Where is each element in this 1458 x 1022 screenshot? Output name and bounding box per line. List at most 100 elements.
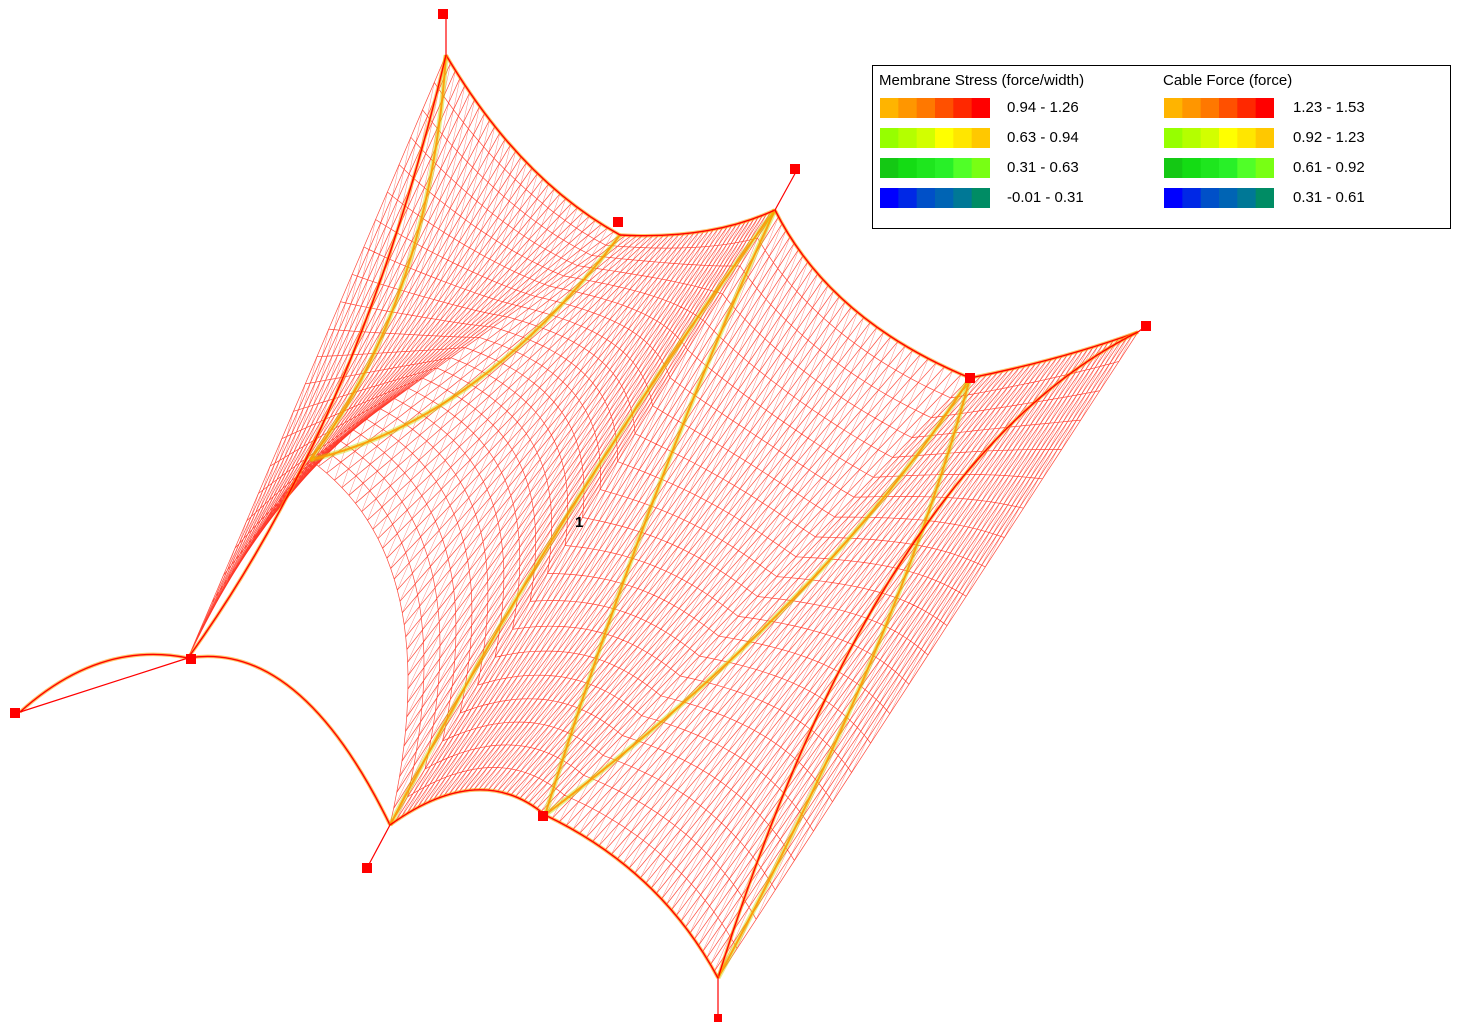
swatch-cell xyxy=(1255,188,1274,208)
swatch-cell xyxy=(1200,188,1220,208)
range-label: 0.31 - 0.63 xyxy=(1007,159,1079,176)
swatch-cell xyxy=(916,98,936,118)
legend-row: 0.61 - 0.92 xyxy=(1163,156,1365,186)
membrane-stress-title: Membrane Stress (force/width) xyxy=(879,72,1085,89)
edge-cables xyxy=(18,54,1139,979)
cable-force-legend: Cable Force (force) 1.23 - 1.53 0.92 - 1… xyxy=(1163,72,1365,216)
swatch-cell xyxy=(1255,128,1274,148)
swatch-cell xyxy=(880,98,899,118)
swatch-cell xyxy=(880,158,899,178)
swatch-cell xyxy=(953,98,973,118)
edge-cable xyxy=(717,331,1139,979)
legend-row: 0.31 - 0.63 xyxy=(879,156,1084,186)
color-swatch xyxy=(880,188,990,208)
edge-cable xyxy=(187,54,447,659)
swatch-cell xyxy=(1237,188,1257,208)
color-swatch xyxy=(1164,98,1274,118)
range-label: -0.01 - 0.31 xyxy=(1007,189,1084,206)
legend-row: -0.01 - 0.31 xyxy=(879,186,1084,216)
legend-row: 0.31 - 0.61 xyxy=(1163,186,1365,216)
swatch-cell xyxy=(971,188,990,208)
swatch-cell xyxy=(953,128,973,148)
color-swatch xyxy=(880,98,990,118)
edge-cable xyxy=(969,331,1139,379)
swatch-cell xyxy=(898,188,918,208)
swatch-cell xyxy=(971,98,990,118)
mast-line xyxy=(366,824,391,869)
mast-line xyxy=(16,657,189,714)
edge-cable xyxy=(19,653,189,713)
swatch-cell xyxy=(1237,128,1257,148)
node-label: 1 xyxy=(575,514,583,531)
color-swatch xyxy=(1164,188,1274,208)
stress-band xyxy=(309,54,447,461)
edge-cable xyxy=(444,54,621,237)
swatch-cell xyxy=(935,128,954,148)
support-node xyxy=(613,217,623,227)
swatch-cell xyxy=(898,158,918,178)
support-node xyxy=(362,863,372,873)
color-swatch xyxy=(1164,158,1274,178)
legend-row: 1.23 - 1.53 xyxy=(1163,96,1365,126)
support-node xyxy=(965,373,975,383)
legend-row: 0.63 - 0.94 xyxy=(879,126,1084,156)
swatch-cell xyxy=(898,128,918,148)
stress-bands xyxy=(307,54,973,980)
legend-row: 0.92 - 1.23 xyxy=(1163,126,1365,156)
stress-band xyxy=(544,209,776,816)
swatch-cell xyxy=(1182,188,1202,208)
support-nodes xyxy=(10,9,1151,1022)
stress-legend: Membrane Stress (force/width) 0.94 - 1.2… xyxy=(872,65,1451,229)
color-swatch xyxy=(1164,128,1274,148)
support-node xyxy=(714,1014,722,1022)
swatch-cell xyxy=(880,188,899,208)
membrane-stress-legend: Membrane Stress (force/width) 0.94 - 1.2… xyxy=(879,72,1084,216)
swatch-cell xyxy=(935,158,954,178)
swatch-cell xyxy=(916,128,936,148)
edge-cable xyxy=(774,209,971,379)
range-label: 0.92 - 1.23 xyxy=(1293,129,1365,146)
swatch-cell xyxy=(1200,98,1220,118)
swatch-cell xyxy=(1182,158,1202,178)
edge-cable xyxy=(445,54,621,236)
legend-row: 0.94 - 1.26 xyxy=(879,96,1084,126)
stress-band xyxy=(389,209,776,826)
swatch-cell xyxy=(1200,158,1220,178)
swatch-cell xyxy=(916,158,936,178)
range-label: 0.61 - 0.92 xyxy=(1293,159,1365,176)
swatch-cell xyxy=(1219,98,1238,118)
swatch-cell xyxy=(916,188,936,208)
swatch-cell xyxy=(1164,98,1183,118)
swatch-cell xyxy=(1255,158,1274,178)
support-node xyxy=(1141,321,1151,331)
swatch-cell xyxy=(1164,188,1183,208)
support-node xyxy=(438,9,448,19)
swatch-cell xyxy=(953,188,973,208)
swatch-cell xyxy=(1182,98,1202,118)
swatch-cell xyxy=(1219,188,1238,208)
edge-cable xyxy=(389,789,546,826)
swatch-cell xyxy=(953,158,973,178)
swatch-cell xyxy=(1164,158,1183,178)
range-label: 1.23 - 1.53 xyxy=(1293,99,1365,116)
swatch-cell xyxy=(1164,128,1183,148)
swatch-cell xyxy=(1237,98,1257,118)
support-node xyxy=(790,164,800,174)
swatch-cell xyxy=(898,98,918,118)
support-node xyxy=(10,708,20,718)
support-node xyxy=(538,811,548,821)
edge-cable xyxy=(187,654,392,826)
edge-cable xyxy=(619,209,776,237)
swatch-cell xyxy=(1182,128,1202,148)
swatch-cell xyxy=(971,158,990,178)
swatch-cell xyxy=(971,128,990,148)
stress-band xyxy=(309,234,621,461)
stress-band xyxy=(544,377,971,816)
swatch-cell xyxy=(935,98,954,118)
support-node xyxy=(186,654,196,664)
swatch-cell xyxy=(1255,98,1274,118)
color-swatch xyxy=(880,128,990,148)
range-label: 0.63 - 0.94 xyxy=(1007,129,1079,146)
mast-line xyxy=(774,169,798,211)
